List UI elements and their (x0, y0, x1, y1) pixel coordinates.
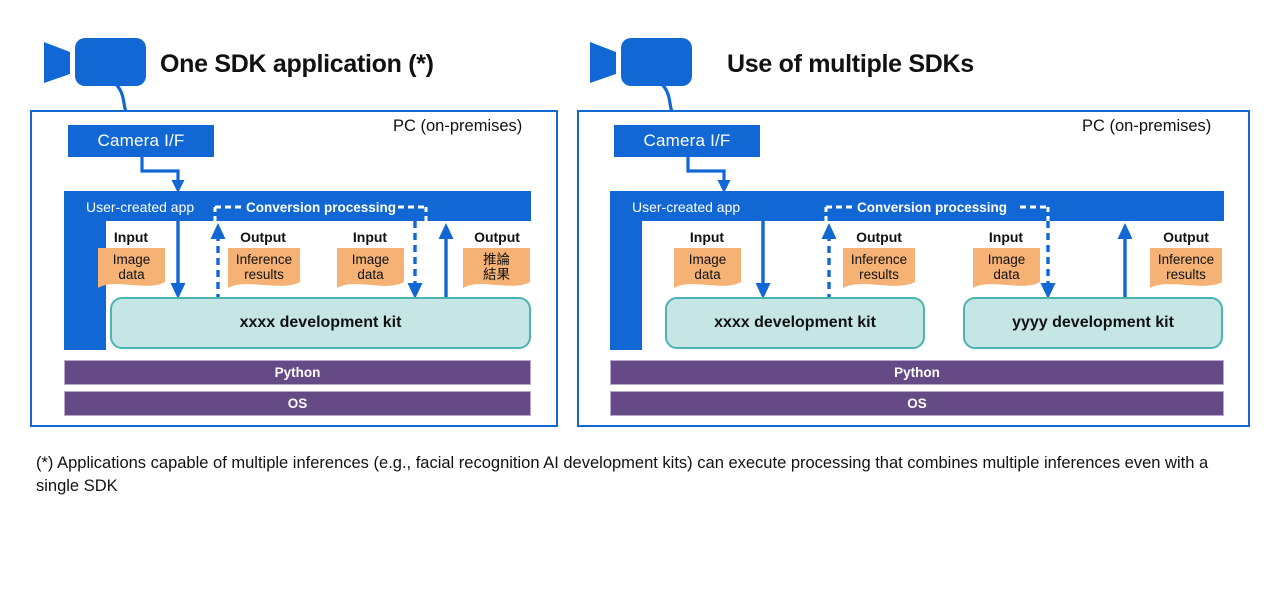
input-arrow-1-multi-sdk (755, 221, 771, 299)
user-created-app-label-multi-sdk: User-created app (632, 199, 741, 215)
io-label-output-2-multi-sdk: Output (1163, 229, 1209, 245)
user-created-app-band-multi-sdk (610, 191, 1224, 221)
panel-heading-multi-sdk: Use of multiple SDKs (727, 50, 974, 78)
io-label-output-1-multi-sdk: Output (856, 229, 902, 245)
conversion-bracket-left-one-sdk (213, 205, 243, 222)
data-tag-inference-results-2-multi-sdk: Inference results (1150, 248, 1222, 292)
data-tag-text: Inference results (235, 252, 293, 282)
development-kit-box-xxxx-multi-sdk: xxxx development kit (665, 297, 925, 349)
data-tag-text: Inference results (1157, 252, 1215, 282)
os-bar-one-sdk: OS (64, 391, 531, 416)
python-bar-multi-sdk: Python (610, 360, 1224, 385)
data-tag-image-data-1-one-sdk: Image data (98, 248, 165, 292)
conversion-processing-label-multi-sdk: Conversion processing (857, 200, 1008, 215)
user-created-app-label-one-sdk: User-created app (86, 199, 195, 215)
footnote: (*) Applications capable of multiple inf… (36, 454, 1209, 495)
data-tag-inference-results-1-one-sdk: Inference results (228, 248, 300, 292)
output-arrow-2-one-sdk (438, 223, 454, 301)
video-camera-icon (588, 36, 694, 88)
development-kit-box-yyyy-multi-sdk: yyyy development kit (963, 297, 1223, 349)
data-tag-inference-results-jp-one-sdk: 推論 結果 (463, 248, 530, 292)
pc-label-multi-sdk: PC (on-premises) (1082, 117, 1212, 135)
output-arrow-1-one-sdk (210, 223, 226, 301)
video-camera-icon (42, 36, 148, 88)
conversion-bracket-left-multi-sdk (824, 205, 854, 222)
output-arrow-2-multi-sdk (1117, 223, 1133, 301)
io-label-output-1-one-sdk: Output (240, 229, 286, 245)
output-arrow-1-multi-sdk (821, 223, 837, 301)
conversion-bracket-right-one-sdk (398, 205, 428, 222)
os-bar-multi-sdk: OS (610, 391, 1224, 416)
development-kit-box-xxxx-one-sdk: xxxx development kit (110, 297, 531, 349)
data-tag-inference-results-1-multi-sdk: Inference results (843, 248, 915, 292)
data-tag-text: Image data (112, 252, 151, 282)
data-tag-text: Inference results (850, 252, 908, 282)
camera-if-box-one-sdk: Camera I/F (68, 125, 214, 157)
data-tag-image-data-2-one-sdk: Image data (337, 248, 404, 292)
camera-if-arrow-one-sdk (140, 157, 185, 193)
panel-heading-one-sdk: One SDK application (*) (160, 50, 434, 78)
io-label-input-2-multi-sdk: Input (988, 229, 1024, 245)
data-tag-text: 推論 結果 (483, 252, 510, 282)
data-tag-text: Image data (987, 252, 1026, 282)
io-label-input-2-one-sdk: Input (352, 229, 388, 245)
user-created-app-column-multi-sdk (610, 191, 642, 350)
python-bar-one-sdk: Python (64, 360, 531, 385)
data-tag-image-data-2-multi-sdk: Image data (973, 248, 1040, 292)
data-tag-text: Image data (351, 252, 390, 282)
input-arrow-2-multi-sdk (1040, 221, 1056, 299)
io-label-input-1-one-sdk: Input (113, 229, 149, 245)
conversion-bracket-right-multi-sdk (1020, 205, 1050, 222)
pc-label-one-sdk: PC (on-premises) (393, 117, 523, 135)
camera-if-box-multi-sdk: Camera I/F (614, 125, 760, 157)
io-label-input-1-multi-sdk: Input (689, 229, 725, 245)
data-tag-image-data-1-multi-sdk: Image data (674, 248, 741, 292)
data-tag-text: Image data (688, 252, 727, 282)
input-arrow-2-one-sdk (407, 221, 423, 299)
conversion-processing-label-one-sdk: Conversion processing (246, 200, 397, 215)
camera-if-arrow-multi-sdk (686, 157, 731, 193)
user-created-app-band-one-sdk (64, 191, 531, 221)
io-label-output-2-one-sdk: Output (474, 229, 520, 245)
input-arrow-1-one-sdk (170, 221, 186, 299)
